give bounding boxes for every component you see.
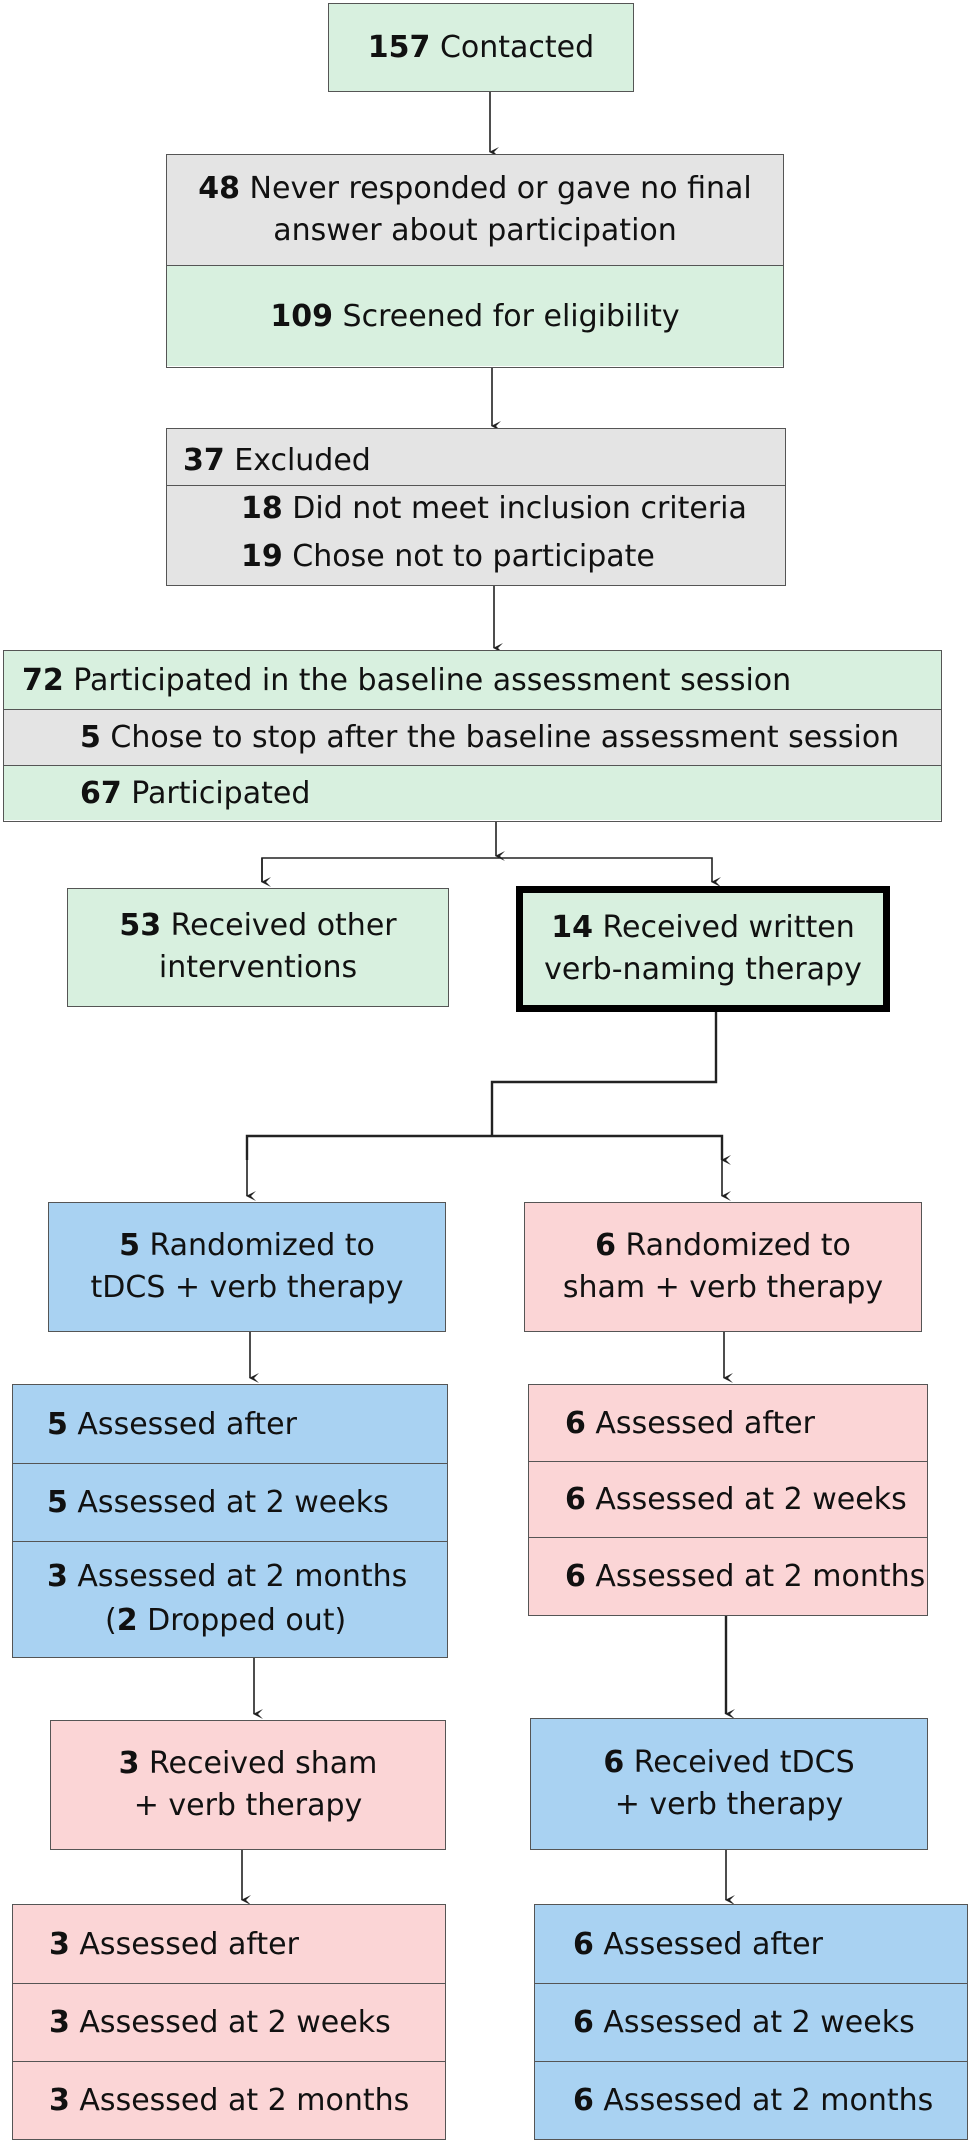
split-line-allocation	[261, 857, 721, 887]
list-item: 5 Assessed at 2 weeks	[13, 1463, 447, 1541]
contacted-label: Contacted	[430, 29, 595, 65]
tdcs-2months-count: 3	[47, 1559, 68, 1594]
sham-arm-line2: sham + verb therapy	[562, 1269, 884, 1305]
excluded-criteria-count: 18	[241, 491, 283, 526]
list-item: 6 Assessed at 2 weeks	[529, 1461, 927, 1537]
stopped-label: Chose to stop after the baseline assessm…	[100, 720, 900, 755]
never-responded-line1: Never responded or gave no final	[240, 171, 752, 206]
cross-tdcs-2weeks-label: Assessed at 2 weeks	[593, 2005, 915, 2040]
list-item: 6 Assessed at 2 months	[535, 2061, 967, 2138]
tdcs-2months-label: Assessed at 2 months	[67, 1559, 408, 1594]
crossover-sham-count: 3	[118, 1745, 140, 1781]
cross-tdcs-2months-label: Assessed at 2 months	[593, 2082, 934, 2118]
cross-sham-after-label: Assessed after	[69, 1926, 299, 1962]
list-item: 6 Assessed after	[529, 1385, 927, 1461]
never-responded-count: 48	[198, 171, 241, 206]
baseline-box: 72 Participated in the baseline assessme…	[3, 650, 942, 822]
sham-2weeks-label: Assessed at 2 weeks	[585, 1482, 907, 1517]
screened-count: 109	[270, 298, 334, 334]
other-line2: interventions	[158, 950, 358, 985]
screened-row: 109 Screened for eligibility	[167, 265, 783, 366]
screening-box: 48 Never responded or gave no final answ…	[166, 154, 784, 368]
crossover-sham-line1: Received sham	[139, 1745, 378, 1781]
never-responded-line2: answer about participation	[273, 213, 677, 248]
list-item: 5 Assessed after	[13, 1385, 447, 1463]
contacted-box: 157 Contacted	[328, 3, 634, 92]
cross-tdcs-after-label: Assessed after	[593, 1926, 823, 1962]
excluded-label: Excluded	[224, 442, 371, 478]
tdcs-arm-count: 5	[119, 1227, 140, 1263]
split-line-randomization	[245, 1134, 731, 1165]
excluded-chose-label: Chose not to participate	[282, 538, 655, 574]
cross-sham-2months-count: 3	[49, 2082, 70, 2118]
screened-label: Screened for eligibility	[333, 298, 680, 334]
list-item: 6 Assessed at 2 weeks	[535, 1983, 967, 2061]
list-item: 6 Assessed after	[535, 1905, 967, 1983]
sham-arm-count: 6	[595, 1227, 616, 1263]
crossover-tdcs-box: 6 Received tDCS + verb therapy	[530, 1718, 928, 1850]
tdcs-arm-box: 5 Randomized to tDCS + verb therapy	[48, 1202, 446, 1332]
tdcs-assessments-box: 5 Assessed after 5 Assessed at 2 weeks 3…	[12, 1384, 448, 1658]
list-item: 3 Assessed at 2 months	[13, 2061, 445, 2138]
baseline-count: 72	[22, 662, 64, 698]
line-written-down	[490, 1012, 718, 1136]
written-therapy-box: 14 Received written verb-naming therapy	[516, 886, 890, 1012]
excluded-box: 37 Excluded 18 Did not meet inclusion cr…	[166, 428, 786, 586]
crossover-sham-box: 3 Received sham + verb therapy	[50, 1720, 446, 1850]
cross-sham-after-count: 3	[49, 1926, 70, 1962]
crossover-sham-assessments-box: 3 Assessed after 3 Assessed at 2 weeks 3…	[12, 1904, 446, 2140]
sham-2weeks-count: 6	[565, 1482, 586, 1517]
list-item: 3 Assessed at 2 months (2 Dropped out)	[13, 1541, 447, 1656]
cross-sham-2weeks-label: Assessed at 2 weeks	[69, 2005, 391, 2040]
other-interventions-box: 53 Received other interventions	[67, 888, 449, 1007]
sham-arm-box: 6 Randomized to sham + verb therapy	[524, 1202, 922, 1332]
crossover-tdcs-line1: Received tDCS	[624, 1744, 855, 1780]
sham-2months-count: 6	[565, 1558, 586, 1594]
excluded-chose-count: 19	[241, 538, 283, 574]
cross-sham-2months-label: Assessed at 2 months	[69, 2082, 410, 2118]
stopped-count: 5	[80, 720, 101, 755]
written-count: 14	[551, 910, 593, 945]
tdcs-after-count: 5	[47, 1406, 68, 1442]
written-line1: Received written	[592, 910, 855, 945]
crossover-sham-line2: + verb therapy	[133, 1787, 363, 1823]
never-responded-row: 48 Never responded or gave no final answ…	[167, 155, 783, 265]
tdcs-arm-line1: Randomized to	[139, 1227, 375, 1263]
participated-row: 67 Participated	[4, 765, 941, 820]
excluded-count: 37	[183, 442, 225, 478]
tdcs-arm-line2: tDCS + verb therapy	[90, 1269, 404, 1305]
tdcs-dropout-label: Dropped out	[137, 1603, 335, 1638]
participated-count: 67	[80, 775, 122, 811]
crossover-tdcs-line2: + verb therapy	[614, 1786, 844, 1822]
sham-assessments-box: 6 Assessed after 6 Assessed at 2 weeks 6…	[528, 1384, 928, 1616]
written-line2: verb-naming therapy	[544, 952, 862, 987]
cross-tdcs-2weeks-count: 6	[573, 2005, 594, 2040]
sham-2months-label: Assessed at 2 months	[585, 1558, 926, 1594]
cross-tdcs-2months-count: 6	[573, 2082, 594, 2118]
stopped-row: 5 Chose to stop after the baseline asses…	[4, 709, 941, 765]
cross-sham-2weeks-count: 3	[49, 2005, 70, 2040]
sham-after-label: Assessed after	[585, 1405, 815, 1441]
tdcs-after-label: Assessed after	[67, 1406, 297, 1442]
sham-arm-line1: Randomized to	[615, 1227, 851, 1263]
list-item: 3 Assessed at 2 weeks	[13, 1983, 445, 2061]
crossover-tdcs-assessments-box: 6 Assessed after 6 Assessed at 2 weeks 6…	[534, 1904, 968, 2140]
list-item: 3 Assessed after	[13, 1905, 445, 1983]
tdcs-2weeks-label: Assessed at 2 weeks	[67, 1485, 389, 1520]
tdcs-2weeks-count: 5	[47, 1485, 68, 1520]
baseline-row: 72 Participated in the baseline assessme…	[4, 651, 941, 709]
baseline-label: Participated in the baseline assessment …	[63, 662, 792, 698]
contacted-count: 157	[367, 29, 431, 65]
sham-after-count: 6	[565, 1405, 586, 1441]
cross-tdcs-after-count: 6	[573, 1926, 594, 1962]
participated-label: Participated	[121, 775, 311, 811]
excluded-criteria-label: Did not meet inclusion criteria	[282, 491, 747, 526]
other-line1: Received other	[161, 908, 397, 943]
other-count: 53	[119, 908, 162, 943]
list-item: 6 Assessed at 2 months	[529, 1537, 927, 1614]
crossover-tdcs-count: 6	[603, 1744, 625, 1780]
tdcs-dropout-count: 2	[116, 1603, 138, 1638]
